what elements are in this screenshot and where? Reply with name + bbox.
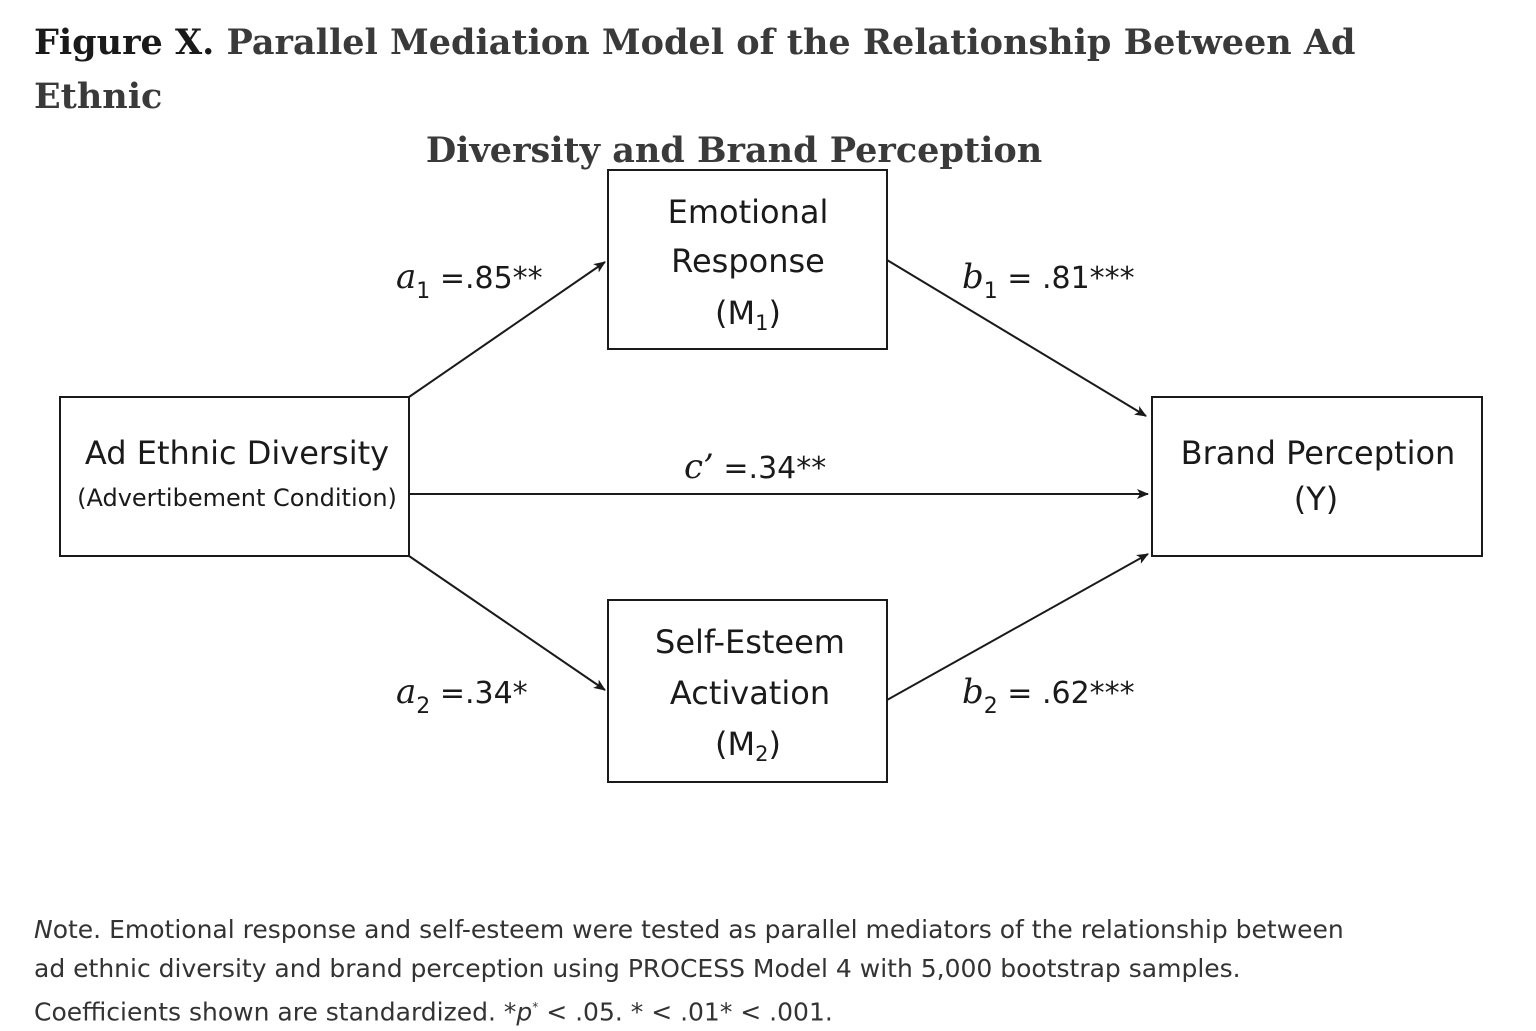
path-b2-arrow xyxy=(886,553,1149,701)
node-m2-code: (M2) xyxy=(715,725,781,766)
node-self-esteem-activation: Self-Esteem Activation (M2) xyxy=(607,599,888,783)
title-line-1: Figure X. Parallel Mediation Model of th… xyxy=(34,16,1494,124)
note-line-3: Coefficients shown are standardized. *p*… xyxy=(34,997,833,1027)
node-m2-line2: Activation xyxy=(670,674,830,712)
figure-note: Note. Emotional response and self-esteem… xyxy=(34,910,1524,1031)
label-a1: a1 =.85** xyxy=(396,257,543,304)
figure-title: Figure X. Parallel Mediation Model of th… xyxy=(34,16,1494,178)
node-y-label: Brand Perception xyxy=(1181,434,1456,472)
node-m1-line2: Response xyxy=(671,242,825,280)
node-m1-line1: Emotional xyxy=(668,193,829,231)
node-m1-code: (M1) xyxy=(715,294,781,335)
title-text-1: Parallel Mediation Model of the Relation… xyxy=(34,22,1356,117)
node-m2-line1: Self-Esteem xyxy=(655,623,845,661)
label-b1: b1 = .81*** xyxy=(962,257,1135,304)
node-ad-ethnic-diversity: Ad Ethnic Diversity (Advertibement Condi… xyxy=(59,396,410,557)
node-x-label: Ad Ethnic Diversity xyxy=(85,434,389,472)
title-line-2: Diversity and Brand Perception xyxy=(425,130,1043,171)
node-x-sublabel: (Advertibement Condition) xyxy=(77,484,397,512)
figure-label: Figure X. xyxy=(34,22,215,63)
node-emotional-response: Emotional Response (M1) xyxy=(607,169,888,350)
node-brand-perception: Brand Perception (Y) xyxy=(1151,396,1483,557)
label-c-prime: c’ =.34** xyxy=(684,447,826,487)
label-a2: a2 =.34* xyxy=(396,672,528,719)
note-line-2: ad ethnic diversity and brand perception… xyxy=(34,954,1241,983)
path-b1-arrow xyxy=(886,259,1147,417)
label-b2: b2 = .62*** xyxy=(962,672,1135,719)
note-line-1: Note. Emotional response and self-esteem… xyxy=(34,915,1344,944)
node-y-code: (Y) xyxy=(1294,480,1339,518)
path-a1-arrow xyxy=(408,261,606,398)
path-a2-arrow xyxy=(408,555,606,691)
